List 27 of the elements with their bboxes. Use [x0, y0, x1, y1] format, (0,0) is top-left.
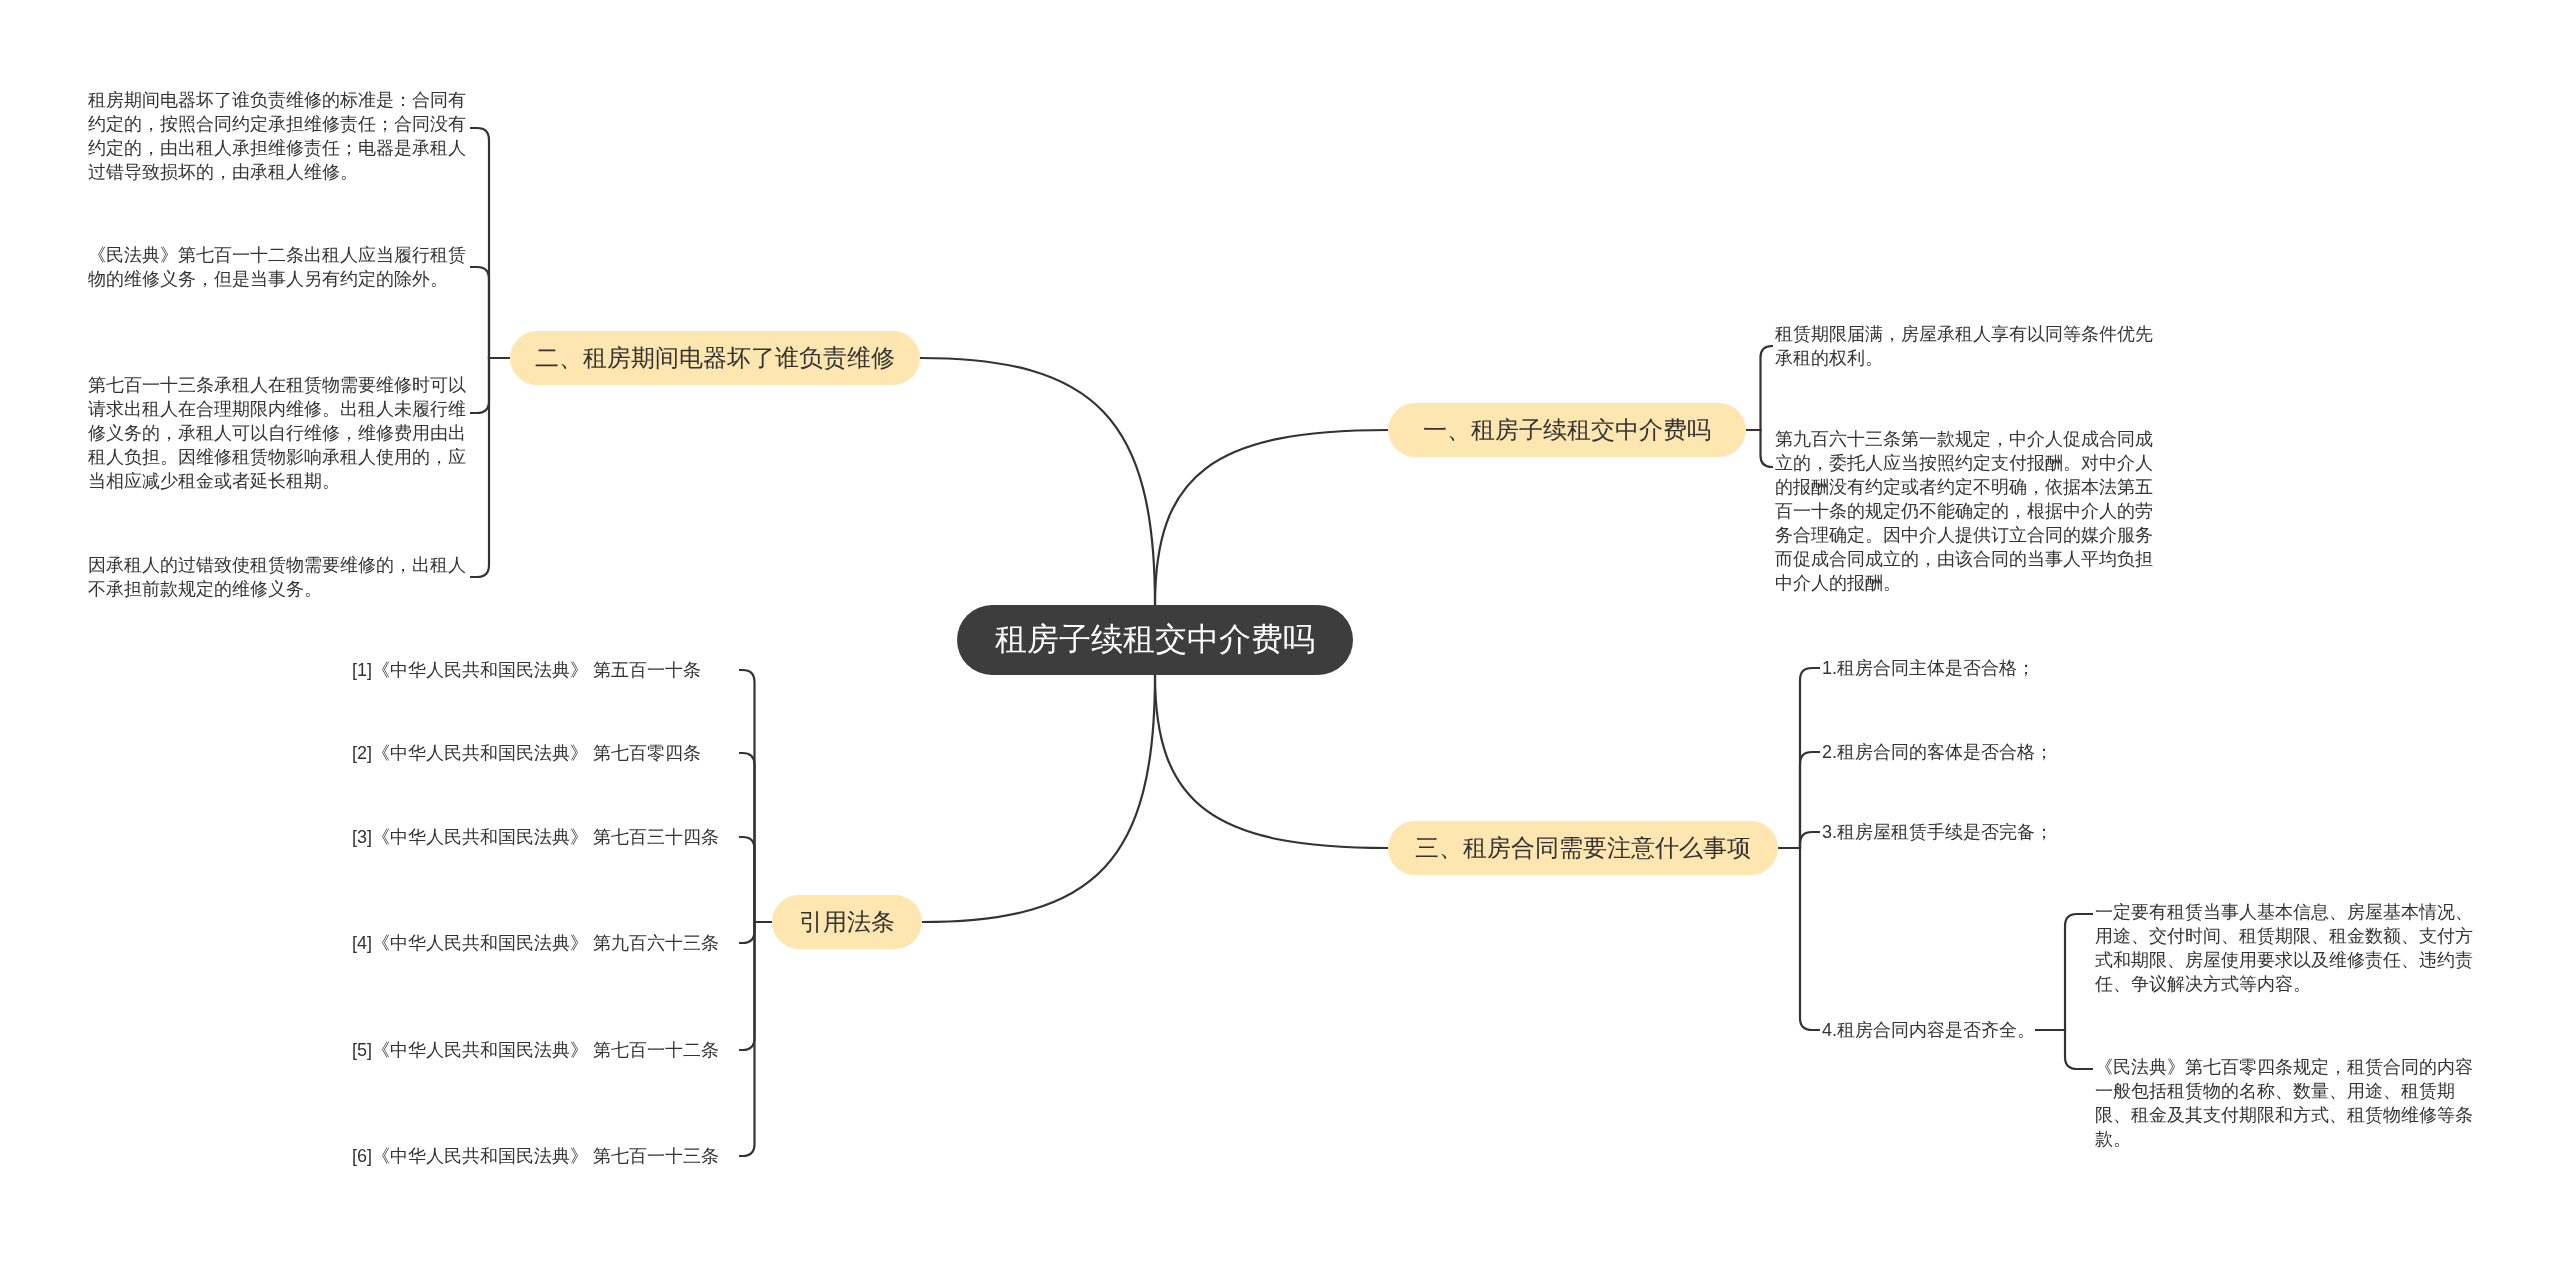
central-topic: 租房子续租交中介费吗 — [957, 605, 1353, 675]
topic-text: [2]《中华人民共和国民法典》 第七百零四条 — [352, 741, 737, 765]
topic-text: 一定要有租赁当事人基本信息、房屋基本情况、用途、交付时间、租赁期限、租金数额、支付方式和期限、房屋使用要求以及维修责任、违约责任、争议解决方式等内容。 — [2095, 900, 2480, 996]
topic-text: [1]《中华人民共和国民法典》 第五百一十条 — [352, 658, 737, 682]
topic-text: 2.租房合同的客体是否合格； — [1822, 740, 2053, 764]
topic-text: [3]《中华人民共和国民法典》 第七百三十四条 — [352, 825, 737, 849]
topic-text: [4]《中华人民共和国民法典》 第九百六十三条 — [352, 931, 737, 955]
topic-text: 租房期间电器坏了谁负责维修的标准是：合同有约定的，按照合同约定承担维修责任；合同没有约定的，由出租人承担维修责任；电器是承租人过错导致损坏的，由承租人维修。 — [88, 88, 468, 184]
topic-text: 《民法典》第七百零四条规定，租赁合同的内容一般包括租赁物的名称、数量、用途、租赁期限、租金及其支付期限和方式、租赁物维修等条款。 — [2095, 1055, 2480, 1151]
topic-text: 租赁期限届满，房屋承租人享有以同等条件优先承租的权利。 — [1775, 322, 2155, 370]
topic-text: 3.租房屋租赁手续是否完备； — [1822, 820, 2053, 844]
topic-text: 4.租房合同内容是否齐全。 — [1822, 1018, 2035, 1042]
topic-box: 二、租房期间电器坏了谁负责维修 — [510, 331, 920, 385]
topic-text: 1.租房合同主体是否合格； — [1822, 656, 2035, 680]
topic-text: 第九百六十三条第一款规定，中介人促成合同成立的，委托人应当按照约定支付报酬。对中介人的报酬没有约定或者约定不明确，依据本法第五百一十条的规定仍不能确定的，根据中介人的劳务合理确定。因中介人提供订立合同的媒介服务而促成合同成立的，由该合同的当事人平均负担中介人的报酬。 — [1775, 427, 2155, 595]
topic-box: 一、租房子续租交中介费吗 — [1388, 403, 1746, 457]
topic-text: 第七百一十三条承租人在租赁物需要维修时可以请求出租人在合理期限内维修。出租人未履行维修义务的，承租人可以自行维修，维修费用由出租人负担。因维修租赁物影响承租人使用的，应当相应减少租金或者延长租期。 — [88, 373, 468, 493]
topic-box: 引用法条 — [772, 895, 922, 949]
topic-text: 《民法典》第七百一十二条出租人应当履行租赁物的维修义务，但是当事人另有约定的除外。 — [88, 243, 468, 291]
connector-line — [1746, 428, 1774, 469]
topic-text: [6]《中华人民共和国民法典》 第七百一十三条 — [352, 1144, 737, 1168]
topic-text: [5]《中华人民共和国民法典》 第七百一十二条 — [352, 1038, 737, 1062]
topic-text: 因承租人的过错致使租赁物需要维修的，出租人不承担前款规定的维修义务。 — [88, 553, 468, 601]
connector-line — [2035, 1028, 2093, 1071]
topic-box: 三、租房合同需要注意什么事项 — [1388, 821, 1778, 875]
connector-line — [919, 356, 1157, 606]
connector-line — [921, 674, 1157, 924]
